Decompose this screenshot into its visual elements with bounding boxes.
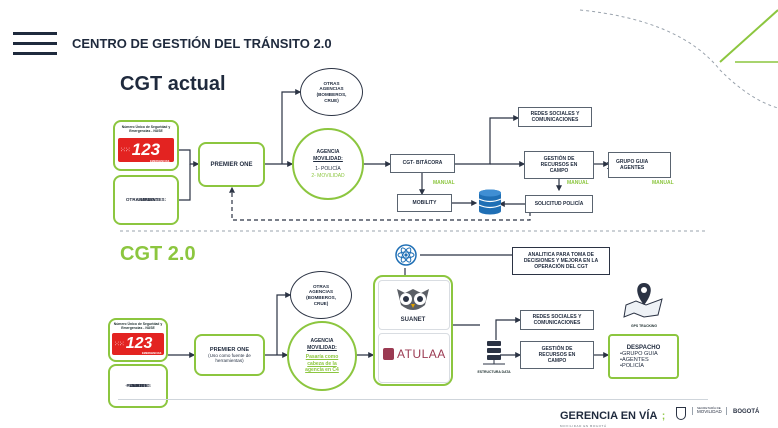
source-item: - CAMARAS [125, 382, 151, 388]
source-item: - WAZE [138, 196, 154, 202]
logo-dots-icon: ⁙⁙ [120, 147, 131, 154]
premier-one-current: PREMIER ONE [198, 142, 265, 187]
source-item: - WAZE [130, 382, 146, 388]
other-sources-future: OTRAS FUENTES: - WAZE - GOGEV - CAMARAS [108, 364, 168, 408]
page-title: CENTRO DE GESTIÓN DEL TRÁNSITO 2.0 [72, 36, 332, 51]
secretaria-logo: SECRETARÍA DE MOVILIDAD [692, 406, 727, 416]
other-sources-title: OTRAS [129, 382, 147, 388]
bogota-shield-icon [676, 407, 686, 420]
agency-movilidad-future: AGENCIA MOVILIDAD: Pasaría como cabeza d… [287, 321, 357, 391]
logo-number: 123 [131, 140, 161, 159]
section-divider [120, 230, 705, 232]
gps-label: GPS TRACKING [631, 324, 657, 328]
dispatch-item: •POLICÍA [620, 362, 645, 369]
other-sources-title: OTRAS FUENTES: [125, 196, 167, 202]
dispatch-box: DESPACHO •GRUPO GUIA •AGENTES •POLICÍA [608, 334, 679, 379]
corner-decoration [579, 9, 778, 109]
atulaa-label: ATULAA [397, 347, 446, 361]
map-pin-icon [623, 283, 663, 318]
agency-title: AGENCIA [310, 338, 334, 345]
source-item: - GOGEV [128, 382, 148, 388]
agency-movilidad-current: AGENCIA MOVILIDAD: 1- POLICÍA 2- MOVILID… [292, 128, 364, 200]
other-sources-title: FUENTES: [126, 382, 150, 388]
manual-label-2: MANUAL [567, 180, 589, 186]
bogota-logo: BOGOTÁ [733, 409, 760, 415]
agency-title: AGENCIA [316, 149, 340, 155]
suanet-label: SUANET [400, 317, 426, 323]
dispatch-item: •AGENTES [620, 356, 649, 363]
group-item: GRUPO GUIA [616, 159, 648, 165]
dispatch-title: DESPACHO [626, 344, 661, 351]
logo-dots-icon: ⁙⁙ [114, 341, 125, 348]
source-item: - CAMARAS [133, 196, 159, 202]
brand-sub: MOVILIDAD EN BOGOTÁ [560, 424, 607, 428]
brand-logo: GERENCIA EN VÍA ; MOVILIDAD EN BOGOTÁ [560, 406, 665, 428]
section-title-current: CGT actual [120, 73, 226, 95]
premier-label: PREMIER ONE [210, 161, 253, 168]
other-sources-current: OTRAS FUENTES: - WAZE - GOGEV - CAMARAS [113, 175, 179, 225]
connectors-future [168, 254, 610, 358]
mobility-box: MOBILITY [397, 194, 452, 212]
dispatch-item: •GRUPO GUIA [620, 350, 658, 357]
agency-item: 2- MOVILIDAD [311, 172, 345, 179]
group-item: AGENTES [616, 165, 648, 171]
agency-desc: cabeza de la [307, 360, 337, 367]
logo-123-current: ⁙⁙ 123 [118, 138, 174, 162]
bitacora-box: CGT- BITÁCORA [390, 154, 455, 173]
nuse-label: Número Único de Seguridad y Emergencias … [113, 322, 163, 331]
source-item: - GOGEV [136, 196, 156, 202]
footer-rule [118, 399, 708, 400]
brand-pin-icon: ; [661, 411, 666, 422]
police-request-box: SOLICITUD POLICÍA [525, 195, 593, 213]
data-structure-icon [483, 341, 505, 365]
agency-desc: agencia en C4 [305, 367, 339, 374]
logo-caption: EMERGENCIAS [142, 352, 162, 355]
premier-sub: (Uso como fuente de [208, 353, 251, 358]
logo-caption: EMERGENCIAS [150, 160, 170, 163]
logo-number: 123 [125, 335, 153, 352]
section-title-future: CGT 2.0 [120, 243, 196, 265]
data-structure-label: ESTRUCTURA DATA [477, 370, 511, 374]
agency-title: MOVILIDAD: [313, 155, 343, 162]
manual-label-3: MANUAL [652, 180, 674, 186]
premier-label: PREMIER ONE [209, 347, 250, 353]
database-icon [478, 189, 502, 215]
nuse-label: Número Único de Seguridad y Emergencias … [121, 125, 171, 134]
atulaa-logo-icon [383, 348, 394, 360]
atom-icon [395, 244, 417, 266]
agency-desc: Pasaría como [305, 354, 339, 361]
logo-123-future: ⁙⁙ 123 [112, 333, 164, 355]
agency-title: MOVILIDAD: [307, 344, 337, 351]
manual-label-1: MANUAL [433, 180, 455, 186]
agency-item: 1- POLICÍA [315, 166, 341, 172]
guide-group-box: GRUPO GUIA AGENTES [608, 152, 671, 178]
menu-icon[interactable] [13, 32, 57, 56]
premier-sub: herramientas) [215, 358, 244, 363]
owl-logo-icon [397, 289, 429, 310]
brand-main: GERENCIA EN VÍA [560, 410, 658, 422]
premier-one-future: PREMIER ONE (Uso como fuente de herramie… [194, 334, 265, 376]
